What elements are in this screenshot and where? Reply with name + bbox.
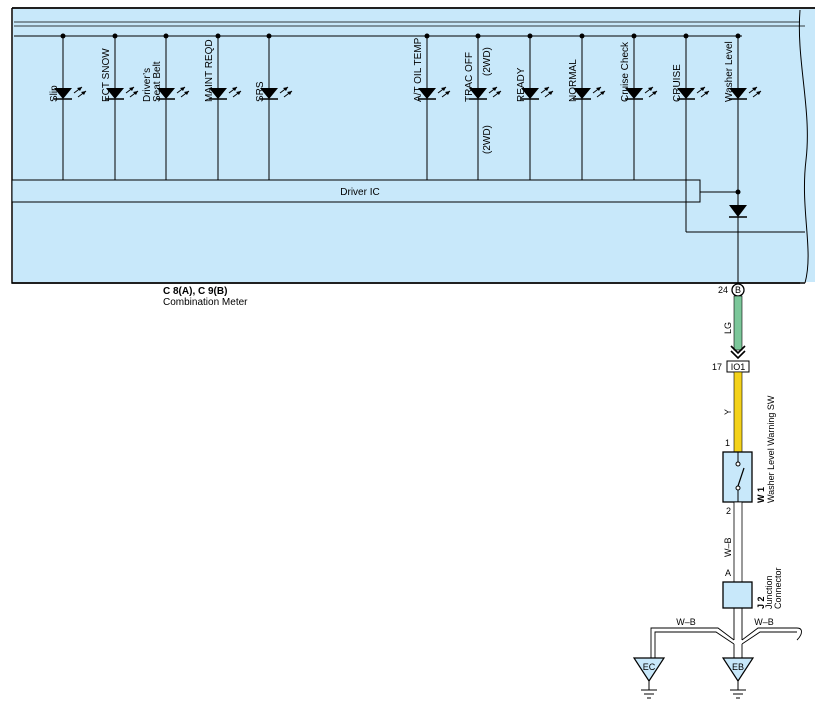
wire-wb-left-label: W–B	[676, 617, 696, 627]
meter-name: Combination Meter	[163, 297, 248, 308]
indicator-led: NORMAL	[568, 33, 606, 180]
indicator-label: A/T OIL TEMP	[413, 37, 424, 102]
indicator-led: Slip	[49, 33, 87, 180]
indicator-led: CRUISE	[672, 33, 710, 180]
indicator-led: TRAC OFF (2WD) (2WD)	[464, 33, 502, 180]
wire-wb-right-label: W–B	[754, 617, 774, 627]
driver-ic-label: Driver IC	[340, 187, 379, 198]
connector-io1: IO1 17	[712, 360, 750, 373]
ground-eb: EB	[721, 657, 755, 699]
driver-ic: Driver IC	[11, 179, 701, 203]
ground-ec: EC	[632, 657, 666, 699]
connector-pin: 17	[712, 362, 722, 372]
indicator-label: Washer Level	[724, 41, 735, 102]
indicator-label: Driver’s	[142, 68, 153, 102]
indicator-led: ECT SNOW	[101, 33, 139, 180]
indicator-label: CRUISE	[672, 64, 683, 102]
indicator-label: SRS	[255, 81, 266, 102]
wire-y-label: Y	[723, 409, 733, 415]
junction-connector-j2	[722, 581, 753, 609]
switch-name: Washer Level Warning SW	[766, 395, 776, 503]
washer-level-circuit	[685, 180, 805, 284]
switch-code: W 1	[756, 487, 766, 503]
led-diode	[209, 88, 227, 99]
indicator-label: TRAC OFF	[464, 52, 475, 102]
indicator-label: Cruise Check	[620, 41, 631, 102]
indicator-label: MAINT REQD	[204, 39, 215, 102]
indicator-led: Washer Level	[724, 33, 762, 180]
led-diode	[521, 88, 539, 99]
indicator-label: NORMAL	[568, 59, 579, 102]
led-diode	[157, 88, 175, 99]
indicator-note-top: (2WD)	[482, 47, 493, 76]
led-diode	[573, 88, 591, 99]
terminal-letter: B	[735, 285, 741, 295]
led-diode	[106, 88, 124, 99]
meter-connector-codes: C 8(A), C 9(B)	[163, 286, 227, 297]
led-diode	[677, 88, 695, 99]
indicator-led: SRS	[255, 33, 293, 180]
indicator-label-line2: Seat Belt	[152, 61, 163, 102]
led-diode	[729, 88, 747, 99]
junction-dot	[735, 189, 741, 195]
terminal-pin: 24	[718, 285, 728, 295]
junction-name2: Connector	[773, 567, 783, 609]
wire-wb-label: W–B	[723, 537, 733, 557]
indicator-led: A/T OIL TEMP	[413, 33, 451, 180]
junction-pin: A	[725, 568, 731, 578]
wire-lg: LG	[723, 295, 743, 351]
ground-eb-label: EB	[732, 662, 744, 672]
indicator-label: ECT SNOW	[101, 48, 112, 102]
meter-diode	[729, 205, 747, 218]
led-diode	[260, 88, 278, 99]
indicator-led: READY	[516, 33, 554, 180]
ground-ec-label: EC	[643, 662, 656, 672]
switch-pin-bottom: 2	[726, 506, 731, 516]
led-diode	[54, 88, 72, 99]
connector-id: IO1	[731, 362, 746, 372]
indicator-label: Slip	[49, 85, 60, 102]
led-diode	[625, 88, 643, 99]
switch-pin-top: 1	[725, 438, 730, 448]
junction-name1: Junction	[764, 575, 774, 609]
led-diode	[418, 88, 436, 99]
indicator-led: Cruise Check	[620, 33, 658, 180]
indicator-note-bottom: (2WD)	[482, 125, 493, 154]
washer-level-switch	[722, 451, 753, 503]
wire-lg-label: LG	[723, 322, 733, 334]
led-diode	[469, 88, 487, 99]
ground-bus	[650, 608, 802, 658]
junction-code: J 2	[756, 596, 766, 609]
meter-terminal-b: B 24	[718, 283, 745, 297]
indicator-led: MAINT REQD	[204, 33, 242, 180]
inline-connector-chevron	[730, 345, 746, 360]
combination-meter-panel	[11, 7, 815, 284]
indicator-label: READY	[516, 67, 527, 102]
